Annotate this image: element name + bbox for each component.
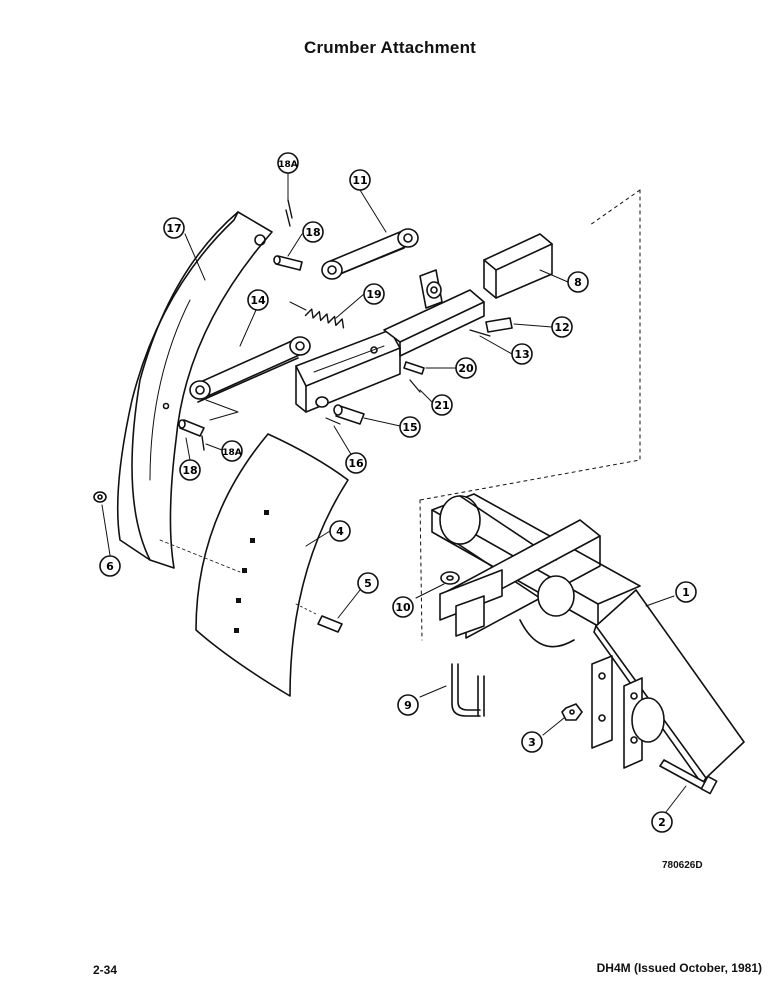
svg-text:20: 20 xyxy=(458,362,474,375)
bolt-part-2 xyxy=(659,759,718,795)
pin-part-12 xyxy=(485,317,513,333)
drawing-number: 780626D xyxy=(662,860,703,871)
svg-text:13: 13 xyxy=(514,348,529,361)
nut-part-3 xyxy=(561,703,583,721)
svg-text:16: 16 xyxy=(348,457,364,470)
svg-text:10: 10 xyxy=(395,601,411,614)
crumber-arm-part-17 xyxy=(116,211,273,569)
leader-lines xyxy=(101,172,687,813)
pin-part-21 xyxy=(409,379,421,393)
svg-text:21: 21 xyxy=(434,399,449,412)
cross-frame xyxy=(431,493,641,648)
callout-15: 15 xyxy=(399,416,421,438)
clip-part-16 xyxy=(325,417,341,425)
svg-text:12: 12 xyxy=(554,321,569,334)
pin-part-18-upper xyxy=(273,255,303,271)
callout-18-lower: 18 xyxy=(179,459,201,481)
u-bolt-part-9 xyxy=(451,663,485,717)
callout-9: 9 xyxy=(397,694,419,716)
callout-2: 2 xyxy=(651,811,673,833)
nut-part-10 xyxy=(440,571,460,585)
svg-text:17: 17 xyxy=(166,222,181,235)
svg-text:5: 5 xyxy=(364,577,372,590)
svg-text:19: 19 xyxy=(366,288,381,301)
callout-20: 20 xyxy=(455,357,477,379)
callout-21: 21 xyxy=(431,394,453,416)
svg-text:1: 1 xyxy=(682,586,690,599)
nut-part-6 xyxy=(93,491,107,503)
svg-text:18A: 18A xyxy=(222,448,242,458)
assembly-boundary-dashed xyxy=(419,189,641,641)
svg-text:2: 2 xyxy=(658,816,666,829)
svg-text:18: 18 xyxy=(182,464,197,477)
crumber-plate-part-4 xyxy=(159,433,349,697)
callout-4: 4 xyxy=(329,520,351,542)
bolt-part-20 xyxy=(403,361,425,375)
callout-18A-lower: 18A xyxy=(221,440,243,462)
svg-text:18A: 18A xyxy=(278,160,298,170)
callout-14: 14 xyxy=(247,289,269,311)
svg-text:6: 6 xyxy=(106,560,114,573)
callout-10: 10 xyxy=(392,596,414,618)
callout-8: 8 xyxy=(567,271,589,293)
callout-13: 13 xyxy=(511,343,533,365)
clip-part-13 xyxy=(469,329,491,337)
callout-18-top: 18 xyxy=(302,221,324,243)
pin-part-15 xyxy=(333,404,365,425)
callout-3: 3 xyxy=(521,731,543,753)
callout-11: 11 xyxy=(349,169,371,191)
svg-text:14: 14 xyxy=(250,294,266,307)
channel-bracket xyxy=(295,329,401,413)
callout-19: 19 xyxy=(363,283,385,305)
plate-bolt-holes xyxy=(234,510,269,633)
document-footer: DH4M (Issued October, 1981) xyxy=(596,961,762,975)
page-title: Crumber Attachment xyxy=(303,38,477,57)
svg-text:15: 15 xyxy=(402,421,417,434)
svg-text:8: 8 xyxy=(574,276,582,289)
callout-1: 1 xyxy=(675,581,697,603)
callout-5: 5 xyxy=(357,572,379,594)
angled-plate-part-1 xyxy=(591,589,745,785)
spring-part-19 xyxy=(289,301,345,329)
callout-16: 16 xyxy=(345,452,367,474)
callout-labels: 17 18A 11 18 8 14 19 12 xyxy=(99,152,697,833)
svg-text:3: 3 xyxy=(528,736,536,749)
svg-text:9: 9 xyxy=(404,699,412,712)
bolt-part-5 xyxy=(295,603,343,633)
square-tube-part-8 xyxy=(383,233,553,357)
callout-17: 17 xyxy=(163,217,185,239)
svg-text:18: 18 xyxy=(305,226,320,239)
svg-text:11: 11 xyxy=(352,174,367,187)
svg-text:4: 4 xyxy=(336,525,344,538)
callout-18A-top: 18A xyxy=(277,152,299,174)
callout-6: 6 xyxy=(99,555,121,577)
lower-link-part-14 xyxy=(189,336,311,421)
upper-link-part-11 xyxy=(321,228,419,280)
page-number: 2-34 xyxy=(93,963,118,977)
callout-12: 12 xyxy=(551,316,573,338)
pin-part-18-lower xyxy=(178,419,205,437)
cotter-pin-part-18A-lower xyxy=(201,435,205,451)
cotter-pin-part-18A-upper xyxy=(285,199,293,227)
